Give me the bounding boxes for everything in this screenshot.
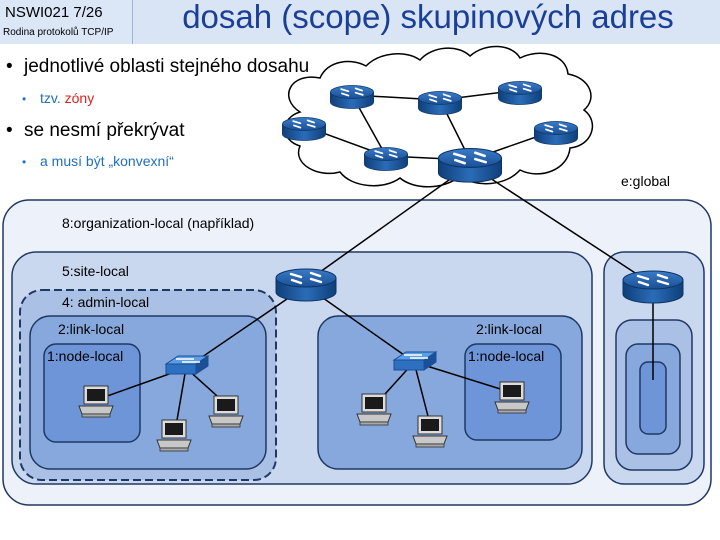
pc-icon: [78, 385, 114, 418]
header-bar: NSWI021 7/26 Rodina protokolů TCP/IP dos…: [0, 0, 720, 44]
sub-bullet-zones: • tzv. zóny: [22, 90, 94, 106]
sub-bullet-prefix: a musí být „konvexní“: [40, 153, 174, 169]
label-node-local-right: 1:node-local: [468, 348, 544, 364]
router-icon: [437, 147, 503, 184]
sub-bullet-highlight: zóny: [64, 90, 95, 106]
bullet-text: jednotlivé oblasti stejného dosahu: [24, 56, 310, 77]
pc-icon: [356, 393, 392, 426]
page-title: dosah (scope) skupinových adres: [182, 0, 674, 35]
course-subtitle: Rodina protokolů TCP/IP: [3, 27, 114, 38]
sub-bullet-convex: • a musí být „konvexní“: [22, 153, 174, 169]
label-admin-local: 4: admin-local: [62, 294, 149, 310]
pc-icon: [412, 415, 448, 448]
pc-icon: [156, 419, 192, 452]
router-icon: [281, 116, 327, 142]
course-badge: NSWI021 7/26 Rodina protokolů TCP/IP: [0, 0, 133, 44]
pc-icon: [208, 395, 244, 428]
pc-icon: [494, 381, 530, 414]
router-icon: [533, 120, 579, 146]
sub-bullet-prefix: tzv.: [40, 90, 65, 106]
bullet-text: se nesmí překrývat: [24, 120, 185, 141]
course-number: NSWI021 7/26: [5, 4, 103, 21]
router-icon: [274, 267, 338, 303]
router-icon: [621, 269, 685, 305]
label-site-local: 5:site-local: [62, 263, 129, 279]
sub-bullet-dot-icon: •: [22, 92, 27, 106]
router-icon: [363, 146, 409, 172]
bullet-dot-icon: •: [6, 56, 13, 77]
router-icon: [497, 80, 543, 106]
bullet-no-overlap: • se nesmí překrývat: [6, 120, 185, 142]
label-organization-local: 8:organization-local (například): [62, 215, 254, 231]
label-global: e:global: [621, 173, 670, 189]
label-link-local-left: 2:link-local: [58, 321, 124, 337]
label-link-local-right: 2:link-local: [476, 321, 542, 337]
bullet-dot-icon: •: [6, 120, 13, 141]
router-icon: [417, 90, 463, 116]
bullet-zones: • jednotlivé oblasti stejného dosahu: [6, 56, 309, 78]
sub-bullet-dot-icon: •: [22, 155, 27, 169]
router-icon: [329, 84, 375, 110]
label-node-local-left: 1:node-local: [47, 348, 123, 364]
